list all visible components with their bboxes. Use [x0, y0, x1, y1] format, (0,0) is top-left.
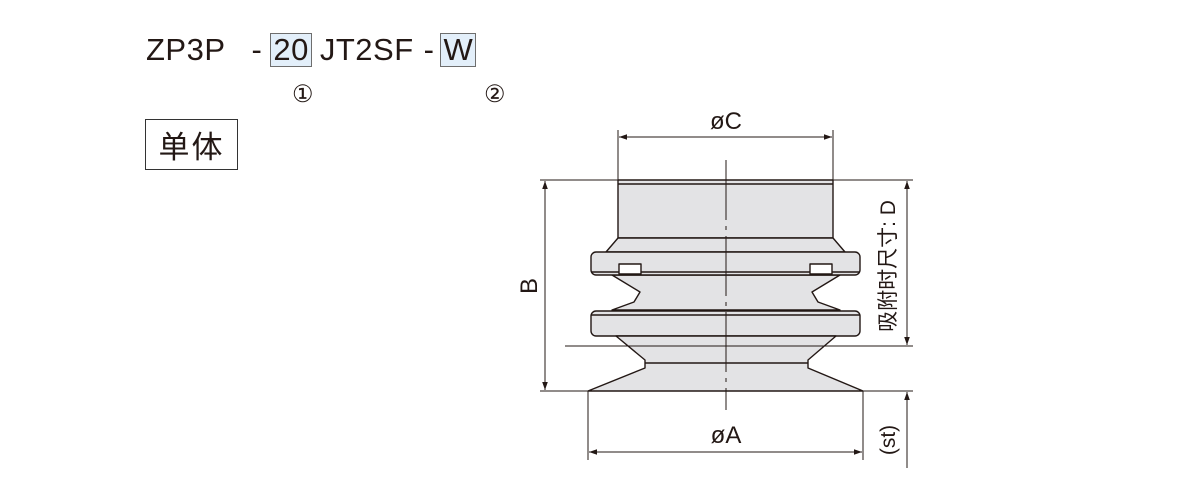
label-b: B [516, 278, 543, 294]
option-1-box: 20 [270, 33, 312, 67]
model-number: ZP3P - 20 JT2SF - W [146, 32, 477, 68]
marker-1: ① [292, 81, 314, 108]
label-c: øC [710, 108, 742, 135]
label-d: 吸附时尺寸: D [877, 200, 900, 332]
label-st: (st) [877, 425, 900, 455]
model-series: ZP3P [146, 32, 226, 67]
ring-insert [618, 263, 833, 275]
dimension-lines [540, 130, 913, 468]
dash: - [423, 32, 435, 67]
unit-label: 单体 [145, 119, 238, 170]
marker-2: ② [484, 81, 506, 108]
model-suffix: JT2SF [319, 32, 414, 67]
label-a: øA [711, 422, 742, 449]
dash: - [251, 32, 263, 67]
option-2-box: W [440, 33, 477, 67]
